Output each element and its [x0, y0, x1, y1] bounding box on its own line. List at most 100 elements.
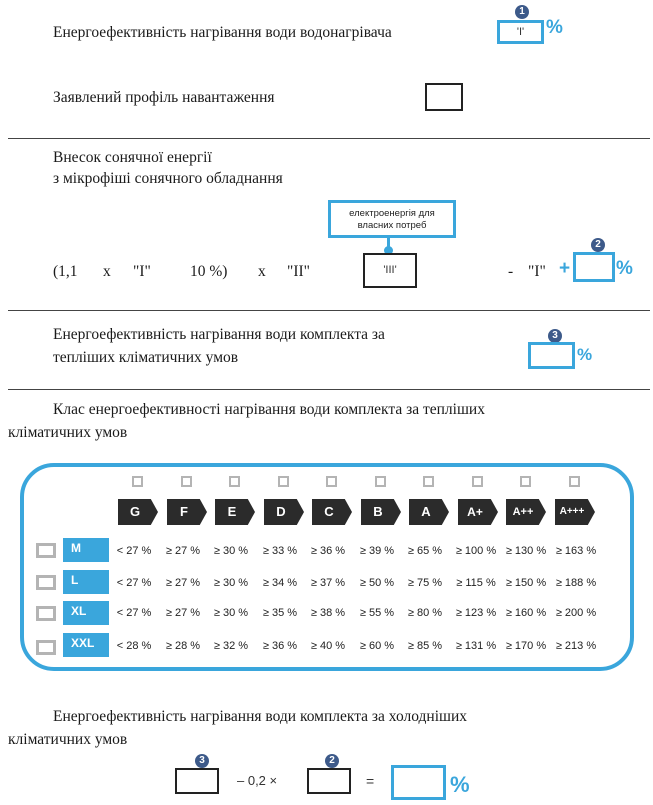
table-cell: ≥ 150 %: [505, 577, 547, 589]
cold-ref-3-box[interactable]: [175, 768, 219, 794]
table-cell: ≥ 188 %: [555, 577, 597, 589]
table-cell: ≥ 123 %: [455, 607, 497, 619]
cold-ref-2-box[interactable]: [307, 768, 351, 794]
table-cell: ≥ 130 %: [505, 545, 547, 557]
table-cell: ≥ 36 %: [310, 545, 346, 557]
profile-label-m: M: [63, 538, 109, 562]
callout-dot: [384, 246, 393, 255]
formula-multiply-2: x: [258, 263, 266, 280]
formula-ref-iii-box[interactable]: 'III': [363, 253, 417, 288]
energy-class-table-frame: [20, 463, 634, 671]
package-warm-label-2: тепліших кліматичних умов: [53, 349, 239, 366]
table-cell: ≥ 160 %: [505, 607, 547, 619]
energy-class-d: D: [264, 499, 304, 525]
table-cell: ≥ 33 %: [262, 545, 298, 557]
profile-checkbox-m[interactable]: [36, 543, 56, 558]
package-warm-label-1: Енергоефективність нагрівання води компл…: [53, 326, 385, 343]
formula-multiply-1: x: [103, 263, 111, 280]
table-cell: ≥ 27 %: [165, 607, 201, 619]
callout-stem: [387, 238, 390, 248]
marker-2-icon: 2: [591, 238, 605, 252]
energy-class-e: E: [215, 499, 255, 525]
table-cell: ≥ 60 %: [359, 640, 395, 652]
solar-contribution-box[interactable]: [573, 252, 615, 282]
class-checkbox-g[interactable]: [132, 476, 143, 487]
table-cell: ≥ 131 %: [455, 640, 497, 652]
table-cell: ≥ 36 %: [262, 640, 298, 652]
profile-checkbox-xl[interactable]: [36, 606, 56, 621]
table-cell: < 27 %: [116, 545, 152, 557]
table-cell: < 27 %: [116, 577, 152, 589]
energy-class-f: F: [167, 499, 207, 525]
percent-sign-1: %: [546, 17, 563, 38]
profile-label-l: L: [63, 570, 109, 594]
profile-label-xxl: XXL: [63, 633, 109, 657]
table-cell: ≥ 35 %: [262, 607, 298, 619]
table-cell: ≥ 28 %: [165, 640, 201, 652]
table-cell: ≥ 100 %: [455, 545, 497, 557]
table-cell: ≥ 32 %: [213, 640, 249, 652]
table-cell: ≥ 80 %: [407, 607, 443, 619]
table-cell: ≥ 163 %: [555, 545, 597, 557]
profile-checkbox-xxl[interactable]: [36, 640, 56, 655]
formula-plus: +: [559, 258, 571, 279]
class-checkbox-b[interactable]: [375, 476, 386, 487]
table-cell: ≥ 30 %: [213, 577, 249, 589]
marker-3-icon: 3: [548, 329, 562, 343]
table-cell: < 28 %: [116, 640, 152, 652]
class-checkbox-a-plus-plus[interactable]: [520, 476, 531, 487]
load-profile-label: Заявлений профіль навантаження: [53, 89, 275, 106]
class-checkbox-f[interactable]: [181, 476, 192, 487]
table-cell: ≥ 65 %: [407, 545, 443, 557]
class-checkbox-e[interactable]: [229, 476, 240, 487]
solar-contribution-label-1: Внесок сонячної енергії: [53, 149, 212, 166]
water-heater-efficiency-box[interactable]: 'I': [497, 20, 544, 44]
table-cell: ≥ 34 %: [262, 577, 298, 589]
energy-class-b: B: [361, 499, 401, 525]
energy-class-a-plus-plus-plus: A+++: [555, 499, 595, 525]
package-cold-label-2: кліматичних умов: [8, 731, 128, 748]
profile-checkbox-l[interactable]: [36, 575, 56, 590]
table-cell: ≥ 170 %: [505, 640, 547, 652]
profile-label-xl: XL: [63, 601, 109, 625]
class-checkbox-a-plus[interactable]: [472, 476, 483, 487]
energy-class-a-plus-plus: A++: [506, 499, 546, 525]
table-cell: ≥ 50 %: [359, 577, 395, 589]
package-cold-label-1: Енергоефективність нагрівання води компл…: [53, 708, 468, 725]
table-cell: ≥ 85 %: [407, 640, 443, 652]
class-checkbox-c[interactable]: [326, 476, 337, 487]
class-checkbox-d[interactable]: [278, 476, 289, 487]
table-cell: ≥ 30 %: [213, 545, 249, 557]
percent-sign-2: %: [616, 258, 633, 279]
formula-ref-i-2: "I": [528, 263, 546, 280]
formula-ref-ii: "II": [287, 263, 310, 280]
formula-ref-i: "I": [133, 263, 151, 280]
formula-ten-percent: 10 %): [190, 263, 228, 280]
load-profile-box[interactable]: [425, 83, 463, 111]
table-cell: < 27 %: [116, 607, 152, 619]
formula-minus: -: [508, 263, 514, 280]
table-cell: ≥ 55 %: [359, 607, 395, 619]
class-warm-label-2: кліматичних умов: [8, 424, 128, 441]
solar-contribution-label-2: з мікрофіші сонячного обладнання: [53, 170, 283, 187]
table-cell: ≥ 213 %: [555, 640, 597, 652]
table-cell: ≥ 115 %: [456, 577, 496, 589]
table-cell: ≥ 39 %: [359, 545, 395, 557]
water-heater-efficiency-label: Енергоефективність нагрівання води водон…: [53, 24, 392, 41]
divider-1: [8, 138, 650, 139]
class-warm-label-1: Клас енергоефективності нагрівання води …: [53, 401, 485, 418]
table-cell: ≥ 30 %: [213, 607, 249, 619]
marker-3-icon: 3: [195, 754, 209, 768]
marker-2-icon: 2: [325, 754, 339, 768]
percent-sign-4: %: [450, 772, 470, 797]
package-cold-box[interactable]: [391, 765, 446, 800]
marker-1-icon: 1: [515, 5, 529, 19]
table-cell: ≥ 37 %: [310, 577, 346, 589]
table-cell: ≥ 27 %: [165, 577, 201, 589]
divider-2: [8, 310, 650, 311]
class-checkbox-a[interactable]: [423, 476, 434, 487]
package-warm-box[interactable]: [528, 342, 575, 369]
energy-class-a: A: [409, 499, 449, 525]
auxiliary-electricity-callout: електроенергія для власних потреб: [328, 200, 456, 238]
class-checkbox-a-plus-plus-plus[interactable]: [569, 476, 580, 487]
